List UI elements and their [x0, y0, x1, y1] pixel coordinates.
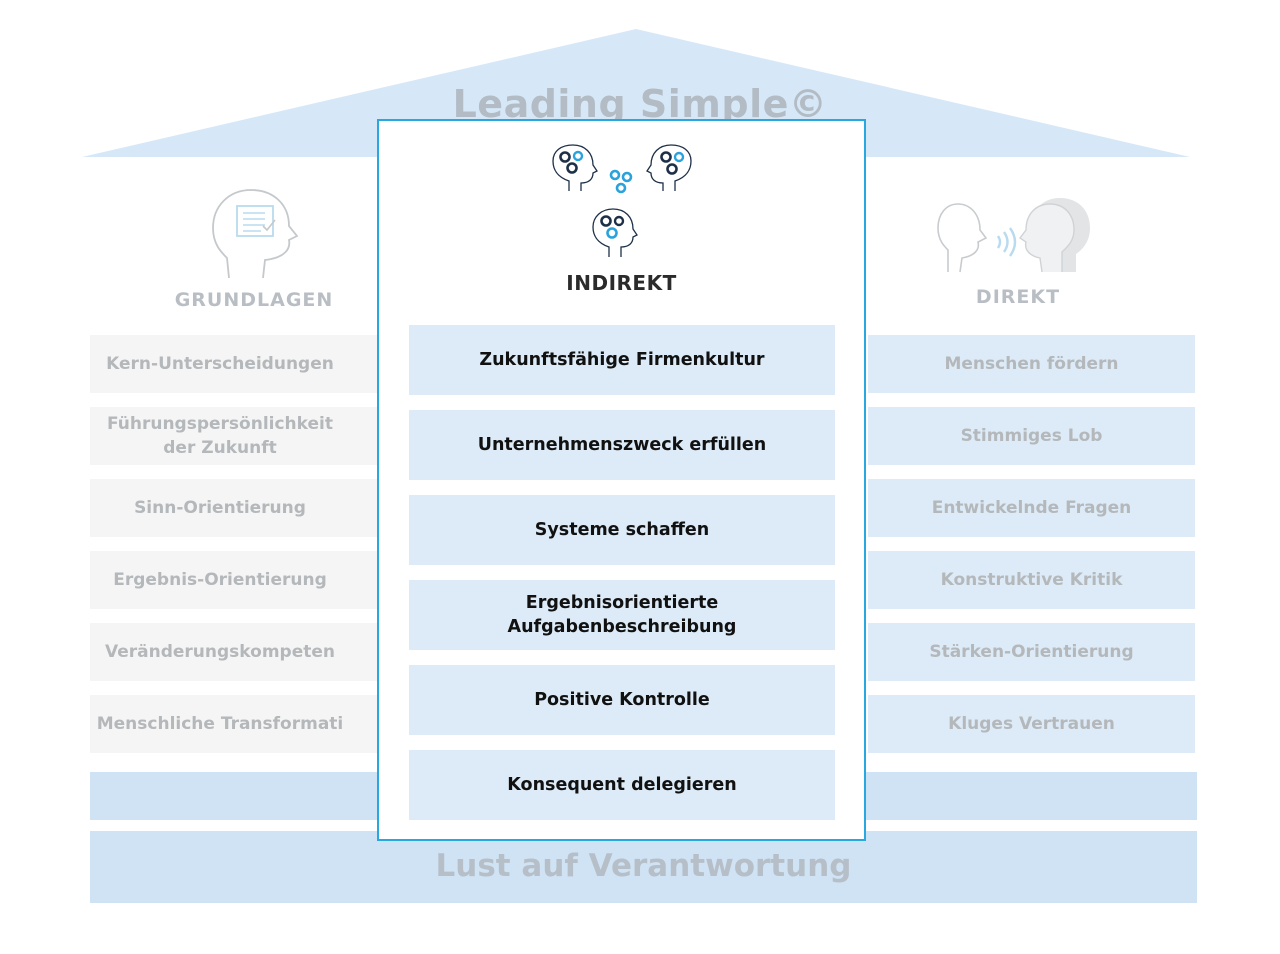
- right-item: Kluges Vertrauen: [868, 695, 1195, 753]
- right-item: Stärken-Orientierung: [868, 623, 1195, 681]
- center-item: Unternehmenszweck erfüllen: [409, 410, 835, 480]
- left-item: Veränderungskompeten: [90, 623, 378, 681]
- left-item: Ergebnis-Orientierung: [90, 551, 378, 609]
- center-panel: INDIREKT Zukunftsfähige Firmenkultur Unt…: [377, 119, 866, 841]
- grundlagen-label: GRUNDLAGEN: [174, 289, 334, 311]
- house-title: Leading Simple©: [452, 82, 828, 126]
- heads-speaking-icon: [937, 198, 1090, 273]
- center-item: Zukunftsfähige Firmenkultur: [409, 325, 835, 395]
- head-checklist-icon: [212, 189, 299, 279]
- center-item: Ergebnisorientierte Aufgabenbeschreibung: [409, 580, 835, 650]
- right-item: Entwickelnde Fragen: [868, 479, 1195, 537]
- left-item: Kern-Unterscheidungen: [90, 335, 378, 393]
- foundation-label: Lust auf Verantwortung: [435, 848, 852, 884]
- center-item: Systeme schaffen: [409, 495, 835, 565]
- heads-gears-icon: [552, 144, 692, 257]
- right-item: Menschen fördern: [868, 335, 1195, 393]
- right-item: Konstruktive Kritik: [868, 551, 1195, 609]
- direkt-label: DIREKT: [975, 286, 1061, 308]
- left-item: Sinn-Orientierung: [90, 479, 378, 537]
- left-item: Führungspersönlichkeit der Zukunft: [90, 407, 378, 465]
- center-item: Positive Kontrolle: [409, 665, 835, 735]
- roof-shape: [82, 29, 1190, 157]
- indirekt-label: INDIREKT: [566, 271, 677, 295]
- center-item: Konsequent delegieren: [409, 750, 835, 820]
- left-item: Menschliche Transformati: [90, 695, 378, 753]
- foundation-bar: [90, 831, 1197, 903]
- right-item: Stimmiges Lob: [868, 407, 1195, 465]
